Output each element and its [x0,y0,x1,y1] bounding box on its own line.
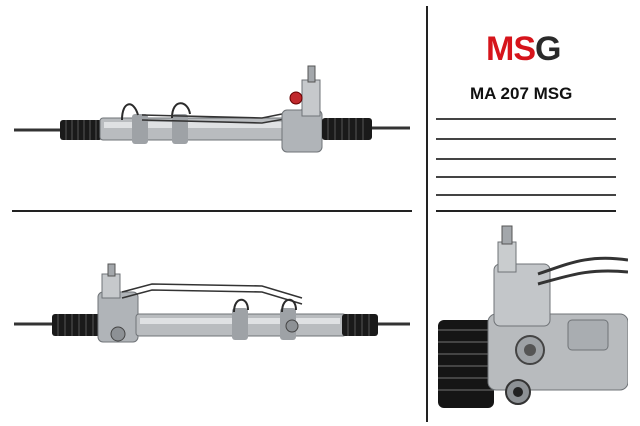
logo-dark-text: G [535,30,561,68]
info-line [436,138,616,140]
info-line [436,118,616,120]
horizontal-divider [12,210,412,212]
part-number: MA 207 MSG [470,84,573,103]
info-line [436,176,616,178]
steering-rack-detail-image [438,225,628,408]
logo-red-text: MS [486,30,536,68]
msg-logo: MSG [486,30,586,68]
info-line [436,194,616,196]
left-boot [60,120,102,140]
right-boot [342,314,378,336]
right-boot [322,118,372,140]
right-horizontal-divider [436,210,616,212]
steering-rack-bottom-image [14,263,410,343]
detail-boot [438,320,494,408]
vertical-divider [426,6,428,422]
left-boot [52,314,102,336]
info-line [436,158,616,160]
steering-rack-top-image [14,65,410,153]
